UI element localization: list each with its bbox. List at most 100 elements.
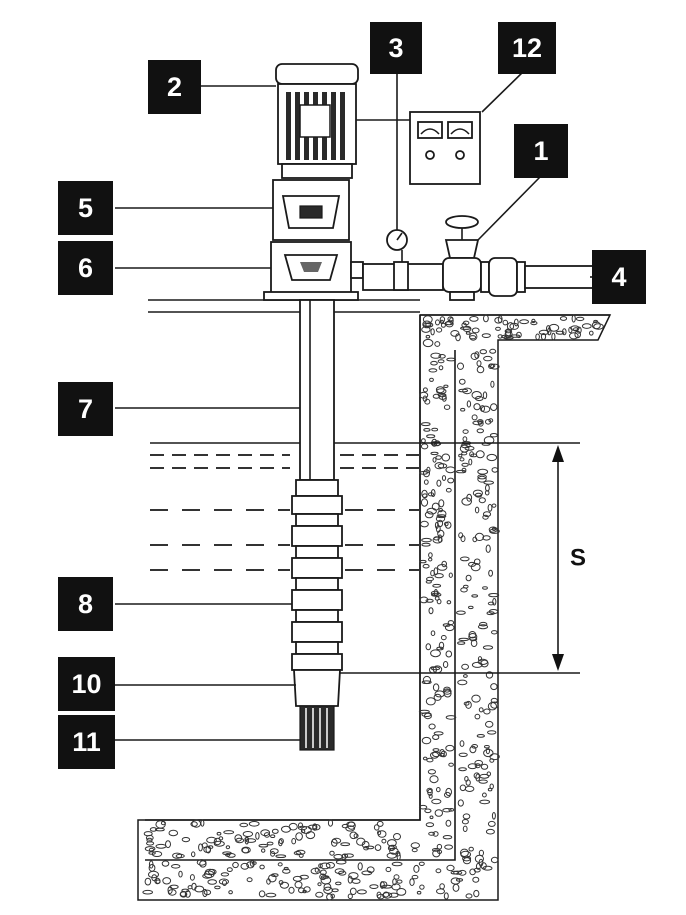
- pebble: [393, 833, 401, 841]
- pebble: [460, 535, 466, 543]
- pebble: [469, 316, 479, 322]
- pebble: [426, 757, 434, 763]
- pebble: [455, 469, 467, 474]
- pebble: [184, 890, 191, 898]
- pebble: [436, 388, 447, 395]
- pebble: [551, 332, 556, 341]
- pebble: [410, 842, 420, 849]
- pebble: [429, 377, 434, 382]
- pebble: [206, 836, 217, 844]
- pebble: [348, 872, 359, 880]
- pebble: [298, 887, 305, 894]
- pebble: [434, 573, 444, 579]
- pebble: [428, 607, 434, 615]
- pebble: [266, 878, 271, 885]
- leader-lines: [115, 67, 595, 741]
- pebble: [165, 840, 171, 849]
- pebble: [441, 475, 447, 481]
- pebble: [419, 884, 425, 890]
- pebble: [240, 862, 250, 870]
- pebble: [416, 890, 422, 895]
- pebble: [194, 885, 205, 893]
- pebble: [479, 621, 488, 627]
- pebble: [548, 323, 560, 332]
- pebble: [323, 886, 334, 894]
- pebble: [430, 360, 438, 366]
- pebble: [465, 893, 473, 899]
- callout-7: 7: [58, 382, 113, 436]
- submergence-dimension: [330, 445, 580, 674]
- pebble: [428, 831, 436, 836]
- pebble: [568, 326, 573, 334]
- pebble: [191, 851, 196, 858]
- pebble: [466, 400, 472, 408]
- pebble: [258, 890, 266, 898]
- svg-text:3: 3: [388, 33, 403, 63]
- pebble: [480, 763, 489, 770]
- pebble: [283, 866, 289, 871]
- pebble: [448, 572, 453, 578]
- pebble: [540, 333, 547, 341]
- pebble: [575, 316, 585, 322]
- pebble: [468, 633, 478, 641]
- pebble: [465, 574, 472, 582]
- pebble: [571, 314, 576, 323]
- pebble: [516, 331, 522, 339]
- pebble: [432, 683, 440, 692]
- pebble: [436, 787, 441, 793]
- pebble: [255, 832, 260, 840]
- pebble: [216, 831, 222, 836]
- pebble: [483, 708, 491, 715]
- pebble: [476, 428, 484, 434]
- pebble: [299, 874, 309, 880]
- pebble: [432, 457, 437, 463]
- pebble: [462, 825, 468, 832]
- pebble: [438, 499, 445, 508]
- pebble: [472, 876, 480, 883]
- pebble: [468, 561, 476, 567]
- pebble: [423, 479, 429, 485]
- pebble: [300, 829, 306, 834]
- pebble: [171, 864, 181, 869]
- pebble: [444, 521, 452, 529]
- pebble: [434, 341, 441, 347]
- pebble: [478, 707, 484, 713]
- pebble: [239, 822, 249, 828]
- pebble: [463, 584, 469, 589]
- pebble: [443, 404, 451, 410]
- pebble: [271, 873, 279, 877]
- pebble: [455, 878, 464, 882]
- pebble: [226, 867, 233, 872]
- pebble: [491, 527, 497, 531]
- pebble: [468, 605, 474, 610]
- pebble: [478, 497, 486, 504]
- pebble: [468, 458, 473, 466]
- pebble: [491, 467, 499, 473]
- pebble: [396, 852, 401, 861]
- pebble: [426, 434, 436, 439]
- svg-text:12: 12: [512, 33, 542, 63]
- motor-stool: [272, 179, 350, 241]
- discharge-pipe: [350, 250, 444, 291]
- pebble: [469, 335, 477, 340]
- pebble: [436, 514, 447, 519]
- pebble: [369, 884, 379, 889]
- pebble: [244, 836, 250, 845]
- pebble: [148, 870, 159, 879]
- pebble: [424, 808, 432, 814]
- pebble: [484, 745, 490, 749]
- pebble: [485, 720, 494, 728]
- pebble: [474, 492, 483, 498]
- pebble: [178, 870, 183, 878]
- pebble: [341, 853, 347, 861]
- pebble: [485, 544, 491, 553]
- pebble: [471, 414, 478, 421]
- pebble: [385, 866, 392, 873]
- pebble: [396, 879, 403, 884]
- pebble: [478, 779, 488, 784]
- pebble: [420, 498, 429, 507]
- pebble: [430, 630, 436, 637]
- pebble: [458, 453, 463, 458]
- pebble: [475, 773, 481, 782]
- callout-8: 8: [58, 577, 113, 631]
